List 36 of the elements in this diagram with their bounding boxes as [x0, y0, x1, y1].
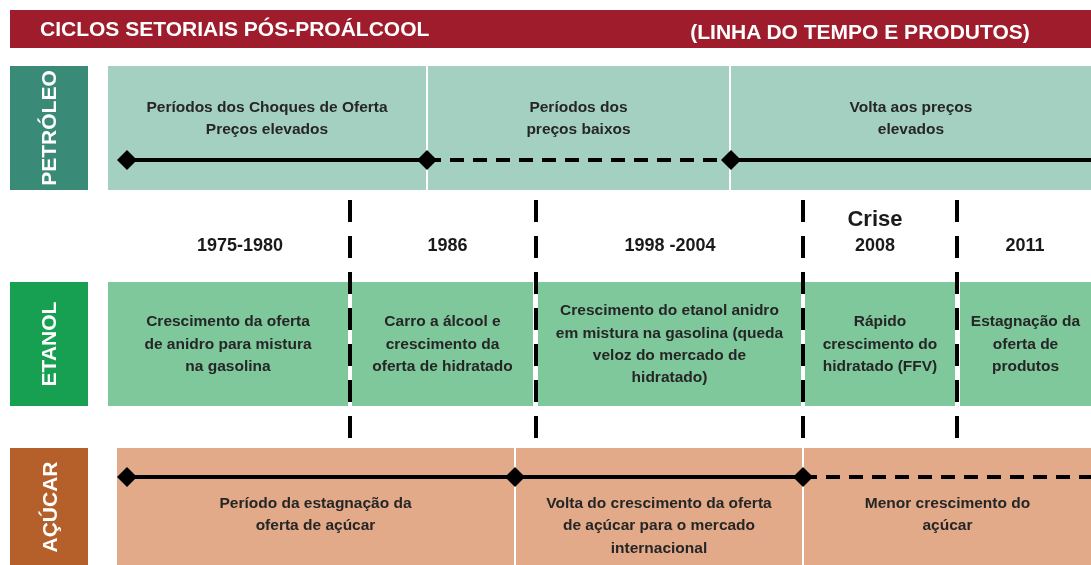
subtitle: (LINHA DO TEMPO E PRODUTOS) — [689, 19, 1031, 45]
period-text: Período da estagnação da oferta de açúcar — [218, 493, 413, 536]
period-text: Volta do crescimento da oferta de açúcar para o mercado internacional — [545, 493, 773, 558]
period-cell — [960, 282, 1091, 406]
period-text: Rápido crescimento do hidratado (FFV) — [821, 311, 939, 377]
period-band — [108, 66, 426, 190]
year-label: 2011 — [1004, 234, 1046, 257]
year-label: 1998 -2004 — [623, 234, 717, 257]
year-label: 2008 — [853, 234, 896, 257]
year-label: 1986 — [426, 234, 469, 257]
period-text: Menor crescimento do açúcar — [863, 493, 1032, 536]
period-band — [804, 448, 1091, 565]
period-text: Períodos dos preços baixos — [525, 97, 632, 140]
period-band — [428, 66, 729, 190]
period-cell — [538, 282, 801, 406]
row-label: PETRÓLEO — [37, 70, 61, 186]
period-text: Carro a álcool e crescimento da oferta de hidratado — [371, 311, 514, 377]
period-band — [731, 66, 1091, 190]
year-label: 1975-1980 — [195, 234, 285, 257]
period-text: Períodos dos Choques de Oferta Preços elevados — [145, 97, 389, 140]
period-cell — [352, 282, 533, 406]
title: CICLOS SETORIAIS PÓS-PROÁLCOOL — [40, 17, 430, 41]
period-cell — [108, 282, 348, 406]
row-label-box — [10, 282, 88, 406]
period-text: Volta aos preços elevados — [848, 97, 974, 140]
period-band — [117, 448, 514, 565]
period-text: Crescimento da oferta de anidro para mistura na gasolina — [143, 311, 313, 377]
period-band — [516, 448, 802, 565]
row-label: AÇÚCAR — [37, 461, 61, 552]
period-text: Crescimento do etanol anidro em mistura na gasolina (queda veloz do mercado de hidratado) — [554, 300, 785, 388]
row-label: ETANOL — [37, 301, 61, 387]
period-text: Estagnação da oferta de produtos — [970, 311, 1081, 377]
period-cell — [805, 282, 955, 406]
row-label-box — [10, 66, 88, 190]
event-label: Crise — [846, 205, 904, 233]
row-label-box — [10, 448, 88, 565]
